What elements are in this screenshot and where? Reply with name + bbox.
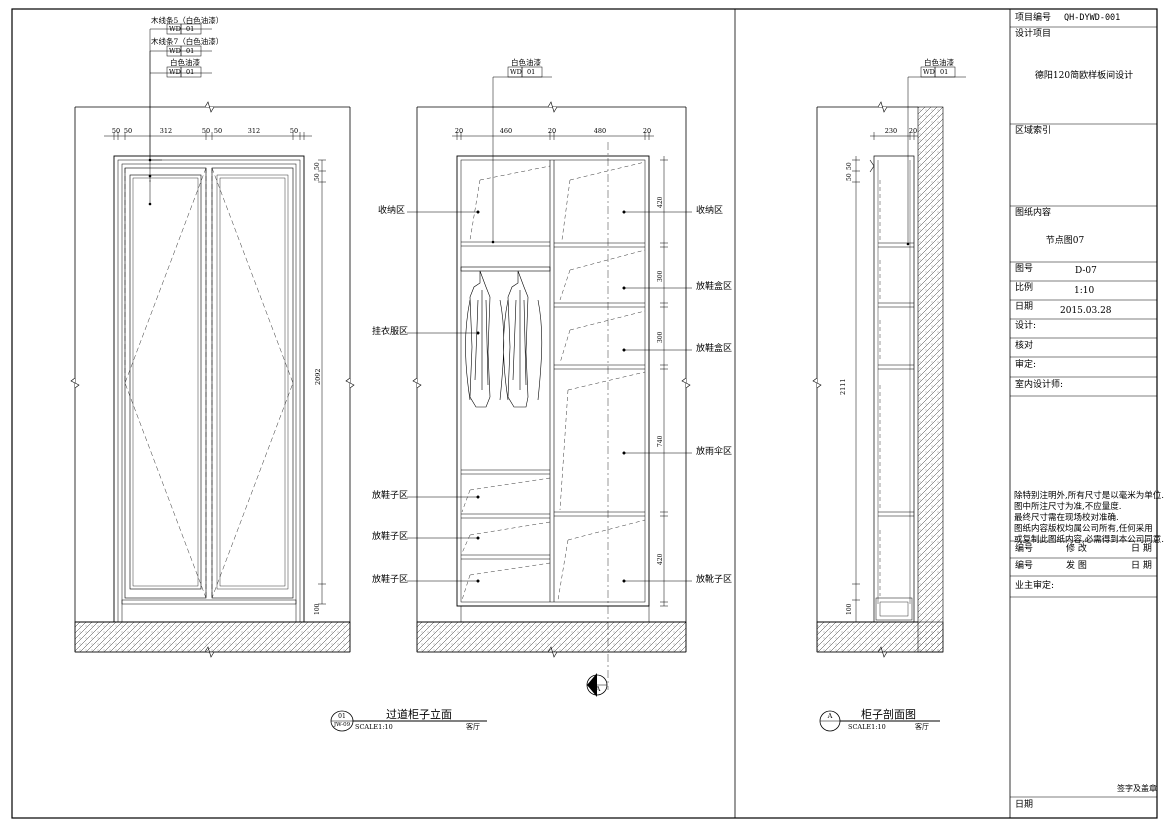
zone-label-shoes-3: 放鞋子区 [372, 575, 409, 585]
view3-height-dim: 2111 [839, 378, 847, 395]
view1-room: 客厅 [466, 723, 480, 731]
view1-dim: 50 [111, 127, 121, 135]
view3-room: 客厅 [915, 723, 929, 731]
owner-review-label: 业主审定: [1015, 581, 1055, 591]
design-project: 德阳120简欧样板间设计 [1034, 71, 1134, 81]
view1-height-dim: 2092 [314, 368, 322, 385]
revision-no-label: 编号 [1015, 544, 1034, 554]
zone-label-hanging: 挂衣服区 [372, 327, 409, 337]
view2-dim: 480 [593, 127, 607, 135]
view3-left-dim: 50 [846, 173, 853, 181]
view2-callout-label: 白色油漆 [511, 58, 541, 67]
view1-callout-1-code: WD [169, 25, 181, 33]
revision-label: 修 改 [1066, 544, 1087, 554]
view1-title: 过道柜子立面 [386, 708, 452, 721]
view3-section [812, 66, 966, 732]
drawing-content: 节点图07 [1045, 236, 1085, 246]
view1-dim: 50 [123, 127, 133, 135]
view3-callout-label: 白色油漆 [924, 58, 954, 67]
view1-scale: SCALE1:10 [355, 723, 393, 731]
zone-label-storage-right: 收纳区 [696, 206, 724, 216]
view2-dim: 20 [454, 127, 464, 135]
zone-label-storage-left: 收纳区 [378, 206, 406, 216]
view1-callout-3-code: WD [169, 68, 181, 76]
date-label: 日期 [1015, 302, 1034, 312]
view3-left-dim: 50 [846, 162, 853, 170]
view3-callout-num: 01 [940, 68, 949, 76]
view3-dim: 20 [908, 127, 918, 135]
view1-callout-3-label: 白色油漆 [170, 58, 200, 67]
note-line: 图中所注尺寸为准,不应量度. [1014, 502, 1122, 512]
zone-label-shoes-2: 放鞋子区 [372, 532, 409, 542]
view1-callout-2-num: 01 [186, 47, 195, 55]
note-line: 最终尺寸需在现场校对准确. [1014, 513, 1119, 523]
issue-date-label: 日 期 [1131, 561, 1152, 571]
check-label: 核对 [1015, 341, 1034, 351]
view1-dim: 50 [289, 127, 299, 135]
view1-callout-1-num: 01 [186, 25, 195, 33]
zone-label-umbrella: 放雨伞区 [696, 447, 733, 457]
review-label: 审定: [1015, 360, 1037, 370]
date-value: 2015.03.28 [1060, 306, 1112, 316]
view2-right-dim: 300 [657, 270, 664, 282]
view1-dim: 50 [213, 127, 223, 135]
view2-right-dim: 740 [657, 435, 664, 447]
view1-right-dim: 100 [314, 603, 321, 615]
view1-callout-1-label: 木线条5（白色油漆） [151, 16, 224, 25]
revision-date-label: 日 期 [1131, 544, 1152, 554]
project-no-label: 项目编号 [1015, 13, 1052, 23]
scale-value: 1:10 [1074, 286, 1095, 296]
view2-dim: 460 [499, 127, 513, 135]
note-line: 图纸内容版权均属公司所有,任何采用 [1014, 524, 1153, 534]
view3-symbol: A [827, 712, 833, 720]
view2-right-dim: 420 [657, 553, 664, 565]
view2-dim: 20 [642, 127, 652, 135]
view2-right-dim: 420 [657, 196, 664, 208]
view2-right-dim: 300 [657, 331, 664, 343]
view1-symbol-top: 01 [338, 713, 346, 720]
view3-left-dim: 100 [846, 603, 853, 615]
zone-label-boots: 放靴子区 [696, 575, 733, 585]
issue-no-label: 编号 [1015, 561, 1034, 571]
view3-dim: 230 [884, 127, 898, 135]
area-index-label: 区域索引 [1015, 126, 1052, 136]
issue-label: 发 图 [1066, 561, 1087, 571]
view3-callout-code: WD [923, 68, 935, 76]
note-line: 或复制此图纸内容,必需得到本公司同意. [1014, 535, 1164, 545]
view2-interior [407, 66, 692, 697]
view2-dim: 20 [547, 127, 557, 135]
view2-callout-num: 01 [527, 68, 536, 76]
sign-label: 签字及盖章 [1117, 784, 1157, 793]
view1-right-dim: 50 [314, 173, 321, 181]
drawing-no-label: 图号 [1015, 264, 1034, 274]
section-mark: A [595, 685, 601, 693]
title-block-grid [1010, 26, 1157, 798]
view1-elevation [70, 23, 487, 732]
zone-label-shoebox-2: 放鞋盒区 [696, 344, 733, 354]
bottom-date-label: 日期 [1015, 800, 1034, 810]
view1-symbol-bottom: JW-09 [333, 722, 351, 728]
view1-dim: 50 [201, 127, 211, 135]
zone-label-shoes-1: 放鞋子区 [372, 491, 409, 501]
design-label: 设计: [1015, 321, 1037, 331]
view3-scale: SCALE1:10 [848, 723, 886, 731]
view1-dim: 312 [159, 127, 173, 135]
design-project-label: 设计项目 [1015, 29, 1052, 39]
project-no: QH-DYWD-001 [1064, 13, 1121, 23]
designer-label: 室内设计师: [1015, 380, 1064, 390]
general-notes: 除特别注明外,所有尺寸是以毫米为单位. 图中所注尺寸为准,不应量度. 最终尺寸需… [1014, 491, 1164, 546]
view3-title: 柜子剖面图 [861, 708, 916, 721]
view1-callout-2-code: WD [169, 47, 181, 55]
note-line: 除特别注明外,所有尺寸是以毫米为单位. [1014, 491, 1164, 501]
drawing-content-label: 图纸内容 [1015, 208, 1052, 218]
drawing-no: D-07 [1075, 266, 1097, 276]
view1-right-dim: 50 [314, 162, 321, 170]
view1-callout-2-label: 木线条7（白色油漆） [151, 37, 224, 46]
zone-label-shoebox-1: 放鞋盒区 [696, 282, 733, 292]
view1-dim: 312 [247, 127, 261, 135]
view1-callout-3-num: 01 [186, 68, 195, 76]
scale-label: 比例 [1015, 283, 1034, 293]
view2-callout-code: WD [510, 68, 522, 76]
